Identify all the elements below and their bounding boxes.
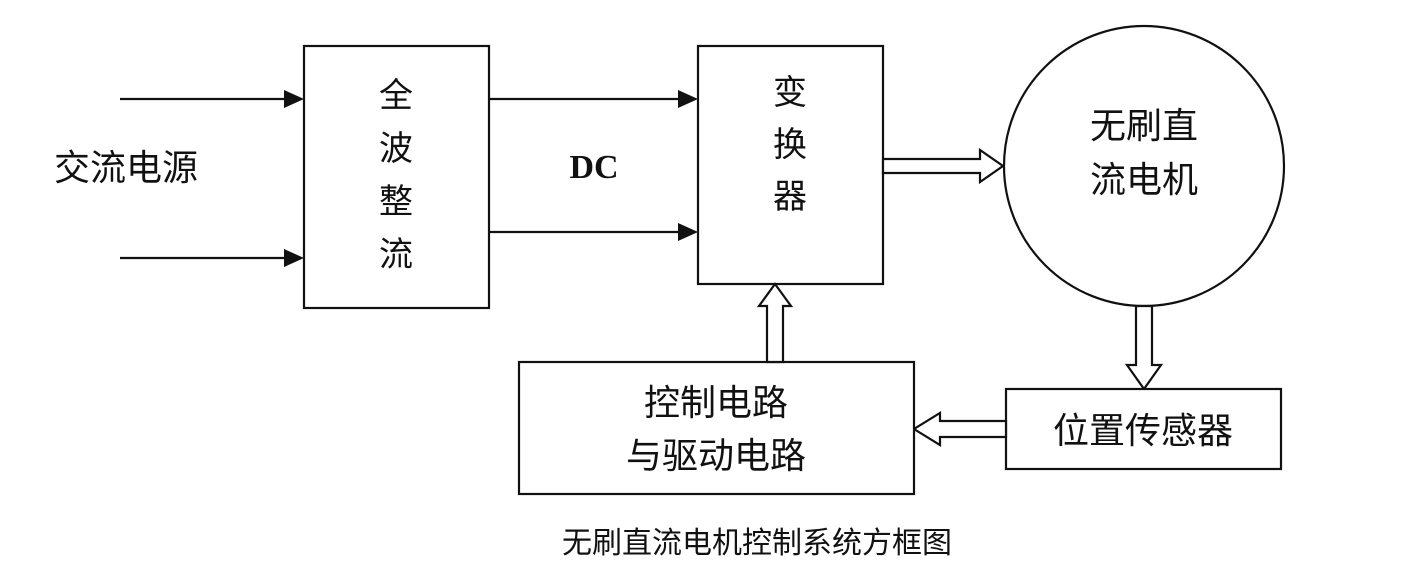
converter-block: 变 换 器 (696, 44, 885, 286)
converter-char-3: 器 (773, 177, 807, 217)
controller-to-converter-arrow (756, 282, 794, 364)
converter-char-2: 换 (773, 125, 807, 165)
motor-block: 无刷直 流电机 (1002, 24, 1286, 308)
dc-bus-arrow-top (489, 90, 698, 108)
ac-input-arrow-top (120, 90, 304, 108)
rectifier-block: 全 波 整 流 (302, 44, 491, 310)
dc-bus-arrow-bottom (489, 223, 698, 241)
ac-input-arrow-bottom (120, 249, 304, 267)
controller-block: 控制电路 与驱动电路 (517, 360, 916, 496)
controller-label-line2: 与驱动电路 (626, 436, 806, 477)
rectifier-char-3: 整 (379, 182, 413, 222)
sensor-block: 位置传感器 (1004, 387, 1283, 471)
figure-caption: 无刷直流电机控制系统方框图 (562, 526, 952, 561)
motor-label-line1: 无刷直 (1090, 106, 1198, 147)
controller-label-line1: 控制电路 (644, 383, 788, 424)
rectifier-char-1: 全 (379, 76, 413, 116)
ac-power-label: 交流电源 (54, 148, 198, 189)
sensor-to-controller-arrow (911, 411, 1008, 447)
motor-label-line2: 流电机 (1090, 160, 1198, 201)
rectifier-char-2: 波 (379, 129, 413, 169)
converter-to-motor-arrow (881, 147, 1005, 185)
sensor-label: 位置传感器 (1053, 411, 1233, 452)
converter-char-1: 变 (773, 73, 807, 113)
dc-label: DC (569, 149, 618, 186)
motor-to-sensor-arrow (1124, 304, 1164, 391)
rectifier-char-4: 流 (379, 235, 413, 275)
